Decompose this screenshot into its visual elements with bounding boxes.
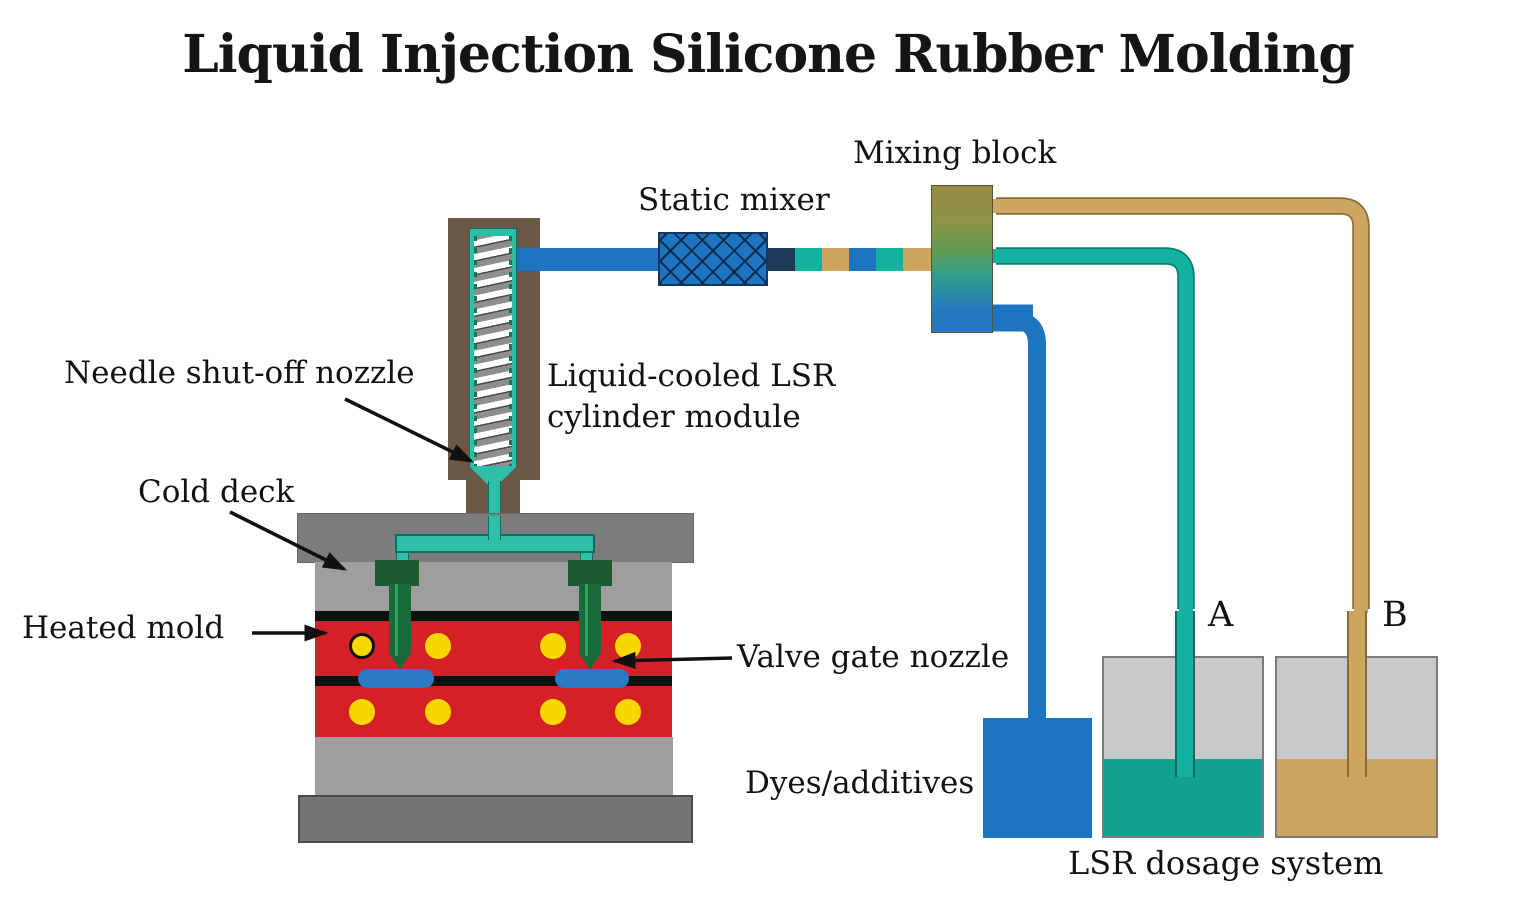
page-title: Liquid Injection Silicone Rubber Molding bbox=[182, 24, 1355, 85]
segment-teal-1 bbox=[795, 248, 822, 271]
dyes-container bbox=[983, 718, 1092, 838]
valve-needle-right bbox=[579, 584, 601, 670]
runner-sprue bbox=[488, 516, 501, 540]
label-heated-mold: Heated mold bbox=[22, 610, 225, 646]
label-mixing-block: Mixing block bbox=[853, 135, 1057, 171]
heater-circle bbox=[425, 633, 451, 659]
mold-bottom-block bbox=[315, 737, 673, 795]
label-cold-deck: Cold deck bbox=[138, 474, 295, 510]
label-container-b: B bbox=[1382, 595, 1408, 635]
dip-tube-b bbox=[1347, 611, 1367, 777]
cooling-dashes-left bbox=[474, 236, 477, 467]
cold-deck-block bbox=[315, 562, 672, 611]
segment-tan-2 bbox=[903, 248, 931, 271]
cylinder-outlet-pipe bbox=[517, 248, 659, 271]
pipe-dyes-blue bbox=[1011, 311, 1046, 722]
label-needle-nozzle: Needle shut-off nozzle bbox=[64, 355, 415, 391]
valve-actuator-left bbox=[375, 560, 419, 586]
valve-gate-left bbox=[358, 669, 434, 688]
valve-gate-right bbox=[555, 669, 629, 688]
heater-circle bbox=[349, 699, 375, 725]
needle-highlight bbox=[395, 584, 398, 656]
mold-parting-line-mid bbox=[315, 676, 672, 686]
dip-tube-a bbox=[1175, 611, 1195, 777]
heater-circle bbox=[615, 633, 641, 659]
static-mixer-block bbox=[658, 232, 768, 286]
label-valve-gate: Valve gate nozzle bbox=[737, 639, 1010, 675]
cylinder-screw bbox=[474, 236, 512, 467]
pipe-b-tan bbox=[993, 199, 1368, 613]
heater-circle bbox=[540, 633, 566, 659]
segment-teal-2 bbox=[876, 248, 903, 271]
valve-needle-left bbox=[389, 584, 411, 670]
cooling-dashes-right bbox=[509, 236, 512, 467]
mixing-block bbox=[931, 185, 993, 333]
segment-blue bbox=[849, 248, 876, 271]
heater-circle bbox=[425, 699, 451, 725]
heater-circle bbox=[540, 699, 566, 725]
label-static-mixer: Static mixer bbox=[638, 182, 830, 218]
label-dyes-additives: Dyes/additives bbox=[745, 765, 975, 801]
heater-circle bbox=[349, 633, 375, 659]
pipe-a-teal bbox=[993, 249, 1193, 613]
segment-tan-1 bbox=[822, 248, 849, 271]
heater-circle bbox=[615, 699, 641, 725]
valve-actuator-right bbox=[568, 560, 612, 586]
mold-base-plate bbox=[298, 795, 693, 843]
label-container-a: A bbox=[1208, 595, 1234, 635]
label-dosage-system: LSR dosage system bbox=[1068, 844, 1384, 882]
segment-navy bbox=[768, 248, 795, 271]
label-cylinder-module: Liquid-cooled LSR cylinder module bbox=[547, 358, 836, 435]
mold-parting-line-top bbox=[315, 611, 672, 621]
needle-highlight bbox=[585, 584, 588, 656]
